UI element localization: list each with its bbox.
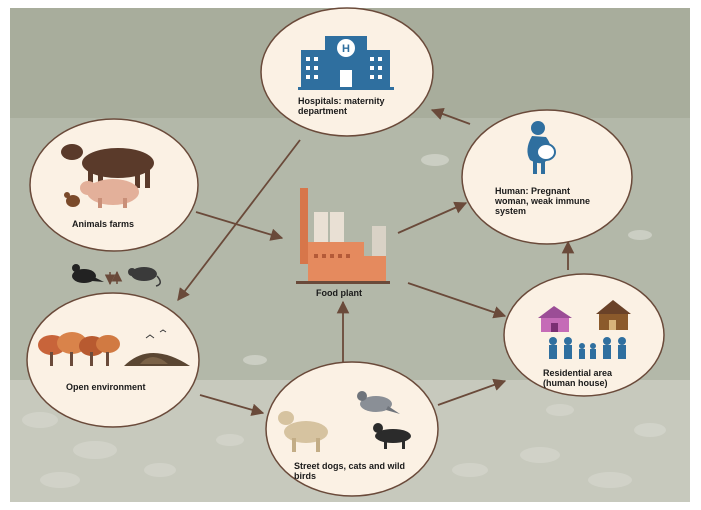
hospitals-label: Hospitals: maternity department: [298, 96, 408, 116]
food-plant-label: Food plant: [316, 288, 396, 298]
human-circle: [462, 110, 632, 244]
svg-text:H: H: [342, 43, 350, 55]
street-label: Street dogs, cats and wild birds: [294, 461, 424, 481]
human-label: Human: Pregnant woman, weak immune syste…: [495, 186, 591, 216]
residential-label: Residential area (human house): [543, 368, 633, 388]
open-environment-label: Open environment: [66, 382, 176, 392]
animals-label: Animals farms: [72, 219, 172, 229]
